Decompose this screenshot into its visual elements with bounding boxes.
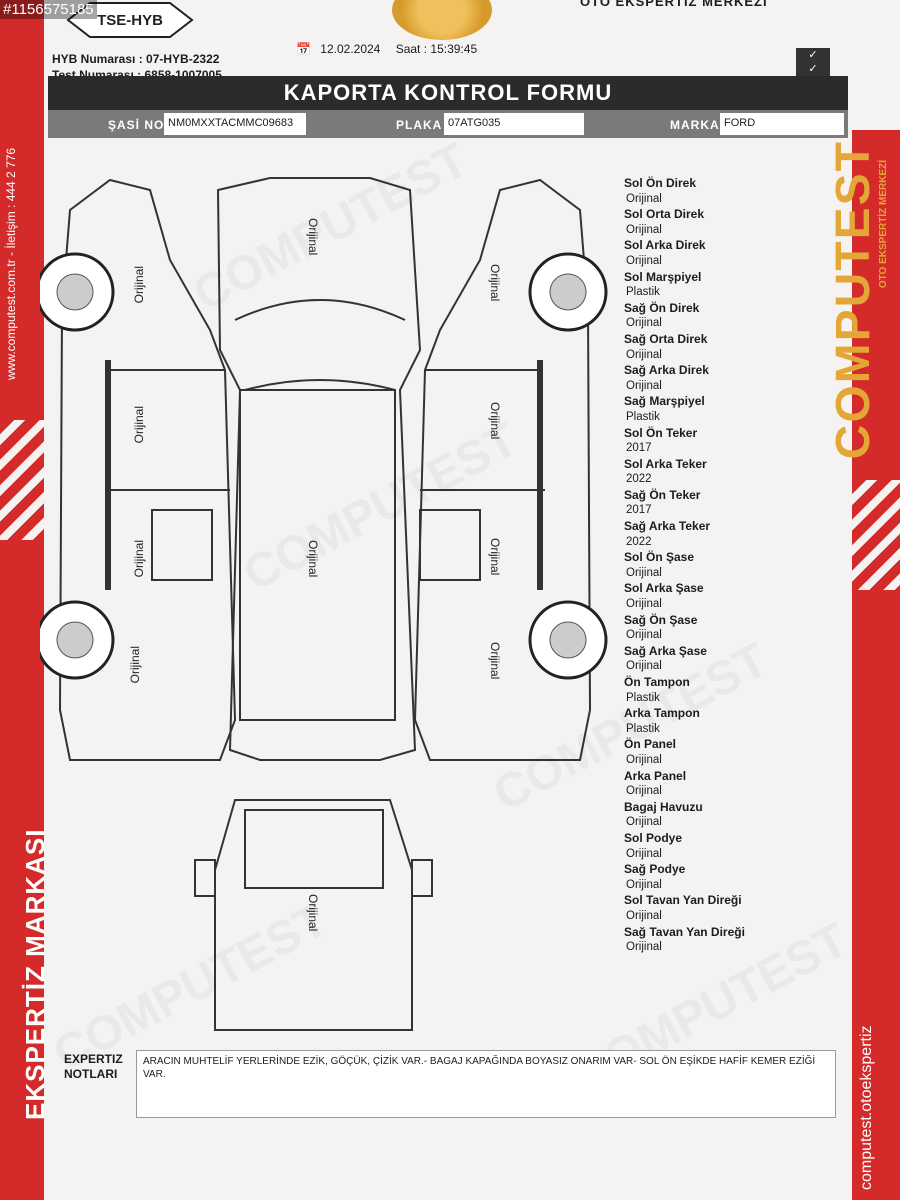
plate-label: PLAKA <box>396 118 443 132</box>
rear-view-label: Orijinal <box>306 894 320 932</box>
right-label-4: Orijinal <box>488 642 502 680</box>
right-stripes <box>852 480 900 590</box>
notes-text: ARACIN MUHTELİF YERLERİNDE EZİK, GÖÇÜK, … <box>136 1050 836 1118</box>
left-label-2: Orijinal <box>132 406 146 444</box>
chassis-value: NM0MXXTACMMC09683 <box>164 113 306 135</box>
left-label-3: Orijinal <box>132 540 146 578</box>
form-title-bar: KAPORTA KONTROL FORMU <box>48 76 848 112</box>
car-diagram: Orijinal Orijinal Orijinal Orijinal Orij… <box>35 170 630 1050</box>
left-label-1: Orijinal <box>132 266 146 304</box>
top-header-text: OTO EKSPERTIZ MERKEZI <box>580 0 768 9</box>
left-big-text: EKSPERTİZ MARKASI <box>20 828 50 1120</box>
right-label-2: Orijinal <box>488 402 502 440</box>
date-time: 📅 12.02.2024 Saat : 15:39:45 <box>296 42 478 56</box>
brand-label: MARKA <box>670 118 720 132</box>
brand-value: FORD <box>720 113 844 135</box>
listing-id-watermark: #1156575185 <box>0 0 97 19</box>
vehicle-info-row: ŞASİ NO NM0MXXTACMMC09683 PLAKA 07ATG035… <box>48 110 848 138</box>
roof-front-label: Orijinal <box>306 218 320 256</box>
hyb-number: HYB Numarası : 07-HYB-2322 <box>52 52 220 66</box>
right-label-1: Orijinal <box>488 264 502 302</box>
right-label-3: Orijinal <box>488 538 502 576</box>
contact-text: www.computest.com.tr - İletişim : 444 2 … <box>4 147 18 380</box>
social-text: computest.otoekspertiz <box>858 1025 875 1190</box>
svg-text:TSE-HYB: TSE-HYB <box>97 12 163 29</box>
chassis-label: ŞASİ NO <box>108 118 165 132</box>
expert-notes: EXPERTIZ NOTLARI ARACIN MUHTELİF YERLERİ… <box>56 1048 836 1122</box>
car-outline <box>35 177 608 1031</box>
left-stripes <box>0 420 44 540</box>
left-label-4: Orijinal <box>128 646 142 684</box>
gold-seal-icon <box>392 0 492 40</box>
notes-label: EXPERTIZ NOTLARI <box>64 1052 123 1081</box>
calendar-icon: 📅 <box>296 42 311 56</box>
right-red-band: computest.otoekspertiz <box>852 130 900 1200</box>
left-red-band: www.computest.com.tr - İletişim : 444 2 … <box>0 0 50 1200</box>
form-title: KAPORTA KONTROL FORMU <box>283 80 613 105</box>
roof-center-label: Orijinal <box>306 540 320 578</box>
plate-value: 07ATG035 <box>444 113 584 135</box>
computest-logo: COMPUTEST OTO EKSPERTİZ MERKEZİ <box>827 140 889 460</box>
tse-hyb-badge: TSE-HYB <box>66 1 194 38</box>
